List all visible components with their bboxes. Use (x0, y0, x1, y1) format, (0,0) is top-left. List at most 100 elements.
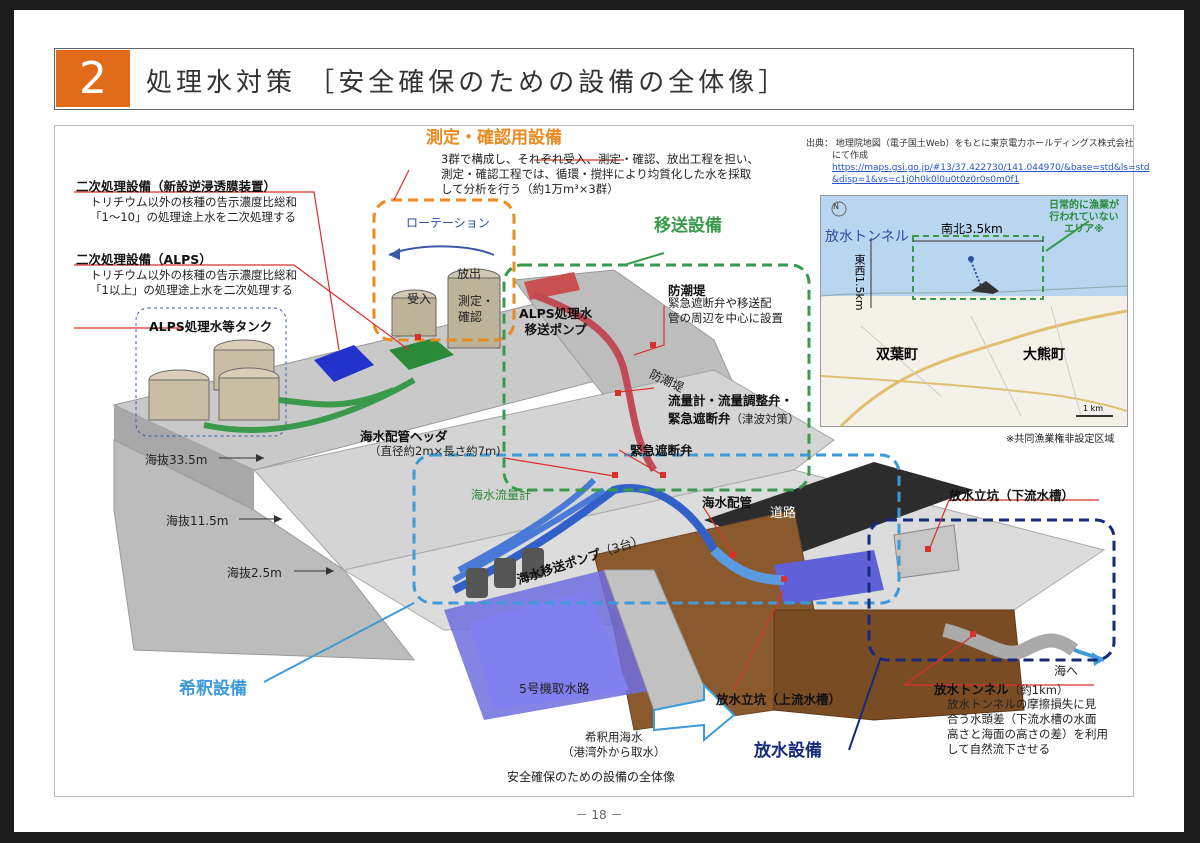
road-label: 道路 (770, 506, 797, 521)
measure-confirm-line: 確認 (458, 310, 483, 324)
seawall-desc-line: 管の周辺を中心に設置 (668, 311, 783, 325)
document-page: 2 処理水対策 ［安全確保のための設備の全体像］ (14, 10, 1184, 832)
map-sea (821, 196, 1127, 296)
upstream-shaft (774, 550, 884, 605)
transfer-pipe (532, 291, 657, 472)
tunnel-length: （約1km） (1008, 683, 1069, 697)
location-map: N 放水トンネル 南北3.5km 東西1.5km 日常的に漁業が 行われていない… (820, 195, 1128, 427)
elevation-11: 海抜11.5m (166, 514, 229, 528)
intake-channel-inner (469, 590, 629, 710)
upper-platform-face (114, 405, 254, 510)
map-area-line: 行われていない (1049, 212, 1119, 223)
red-markers (415, 334, 976, 637)
flowmeter-suffix: （津波対策） (730, 412, 800, 426)
alps-tank-box (135, 307, 287, 437)
discharge-facility-label: 放水設備 (754, 741, 822, 761)
tunnel-desc-line: して自然流下させる (947, 742, 1051, 756)
map-tunnel-label: 放水トンネル (825, 229, 909, 245)
alps-tank-label: ALPS処理水等タンク (149, 319, 273, 334)
elevation-33: 海抜33.5m (145, 453, 208, 467)
seawater-flowmeter-label: 海水流量計 (471, 488, 532, 502)
rotation-arrowhead (389, 248, 400, 260)
receive-label: 受入 (407, 292, 432, 306)
dilution-water-label: 希釈用海水 （港湾外から取水） (562, 730, 666, 760)
release-label: 放出 (457, 267, 482, 281)
discharge-tunnel-pipe (942, 623, 1079, 660)
measurement-tank-group (391, 268, 501, 349)
seawater-pumps (466, 548, 544, 598)
seawall-title: 防潮堤 (668, 283, 706, 298)
tunnel-name: 放水トンネル (934, 682, 1009, 697)
secondary-alps-desc: トリチウム以外の核種の告示濃度比総和 「1以上」の処理途上水を二次処理する (90, 268, 297, 298)
map-scale: 1 km (1083, 404, 1104, 413)
alps-pump-label: ALPS処理水 移送ポンプ (519, 306, 592, 338)
green-pipe-2 (203, 377, 416, 433)
measurement-desc: 3群で構成し、それぞれ受入、測定・確認、放出工程を担い、 測定・確認工程では、循… (441, 152, 759, 197)
page-title: 処理水対策 ［安全確保のための設備の全体像］ (146, 68, 789, 98)
middle-terrace (253, 369, 835, 571)
tunnel-desc-line: 高さと海面の高さの差）を利用 (947, 727, 1108, 741)
map-url-line[interactable]: &disp=1&vs=c1j0h0k0l0u0t0z0r0s0m0f1 (832, 175, 1020, 185)
seawater-pipe-2 (452, 487, 606, 583)
leader-lines (74, 159, 1099, 691)
north-indicator: N (833, 202, 839, 211)
downstream-shaft-label: 放水立坑（下流水槽） (949, 488, 1075, 503)
emergency-valve-label: 緊急遮断弁 (630, 443, 693, 458)
seawater-pipe-label: 海水配管 (702, 495, 753, 510)
measure-confirm-label: 測定・ 確認 (458, 293, 494, 325)
measurement-desc-line: 測定・確認工程では、循環・撹拌により均質化した水を採取 (441, 167, 752, 181)
measurement-box (372, 198, 516, 342)
dilution-facility-label: 希釈設備 (179, 679, 247, 699)
seawall-desc: 緊急遮断弁や移送配 管の周辺を中心に設置 (668, 296, 783, 326)
secondary-alps-desc-line: 「1以上」の処理途上水を二次処理する (90, 283, 293, 297)
alps-pump-line: 移送ポンプ (524, 322, 587, 337)
map-source: 出典： 地理院地図（電子国土Web）をもとに東京電力ホールディングス株式会社 に… (806, 138, 1150, 186)
to-sea-label: 海へ (1054, 664, 1079, 678)
map-area-line: 日常的に漁業が (1049, 200, 1119, 211)
tunnel-title: 放水トンネル（約1km） (934, 679, 1068, 698)
rotation-label: ローテーション (406, 216, 490, 230)
diagram-frame (54, 125, 1134, 797)
dilution-water-line: 希釈用海水 (585, 730, 643, 744)
page-number: － 18 － (575, 808, 623, 822)
seawater-header-title: 海水配管ヘッダ (360, 429, 448, 444)
cliff-face (113, 439, 416, 661)
tunnel-desc-line: 合う水頭差（下流水槽の水面 (947, 712, 1097, 726)
secondary-ro-title: 二次処理設備（新設逆浸透膜装置） (76, 179, 277, 194)
section-number: 2 (79, 53, 107, 104)
measure-confirm-line: 測定・ (458, 294, 495, 308)
header-frame (54, 48, 1134, 110)
dilution-box (412, 453, 901, 605)
seawater-header-desc: （直径約2m×長さ約7m) (369, 444, 501, 458)
section-number-badge: 2 (56, 50, 130, 107)
secondary-ro-desc-line: 「1～10」の処理途上水を二次処理する (90, 210, 296, 224)
map-url-line[interactable]: https://maps.gsi.go.jp/#13/37.422730/141… (832, 163, 1150, 173)
alps-building (314, 345, 374, 382)
diagram-caption: 安全確保のための設備の全体像 (507, 770, 676, 784)
map-okuma: 大熊町 (1023, 347, 1065, 363)
secondary-ro-desc-line: トリチウム以外の核種の告示濃度比総和 (90, 195, 297, 209)
dilution-water-line: （港湾外から取水） (562, 745, 666, 759)
upstream-shaft-label: 放水立坑（上流水槽） (716, 692, 842, 707)
alps-pump-line: ALPS処理水 (519, 306, 593, 321)
flowmeter-title-line: 緊急遮断弁 (668, 411, 731, 426)
flowmeter-title-line: 流量計・流量調整弁・ (668, 393, 794, 408)
map-area-line: エリア※ (1064, 224, 1104, 235)
secondary-alps-title: 二次処理設備（ALPS） (76, 252, 212, 267)
transfer-facility-label: 移送設備 (654, 216, 722, 236)
tunnel-desc: 放水トンネルの摩擦損失に見 合う水頭差（下流水槽の水面 高さと海面の高さの差）を… (947, 697, 1108, 757)
map-land (821, 296, 1127, 426)
discharge-arrowhead (1092, 652, 1104, 666)
measurement-facility-label: 測定・確認用設備 (426, 128, 562, 148)
transfer-box (502, 263, 811, 492)
tunnel-desc-line: 放水トンネルの摩擦損失に見 (947, 697, 1097, 711)
seawater-pipe-3 (457, 477, 597, 573)
map-overlay (821, 201, 1127, 426)
elevation-2: 海抜2.5m (227, 566, 282, 580)
map-futaba: 双葉町 (876, 347, 918, 363)
map-ew-distance: 東西1.5km (853, 254, 866, 311)
seawater-pipe-to-shaft (710, 546, 785, 585)
facility-diagram (74, 159, 1116, 751)
ro-building (389, 338, 454, 370)
map-note: ※共同漁業権非設定区域 (1006, 434, 1115, 445)
